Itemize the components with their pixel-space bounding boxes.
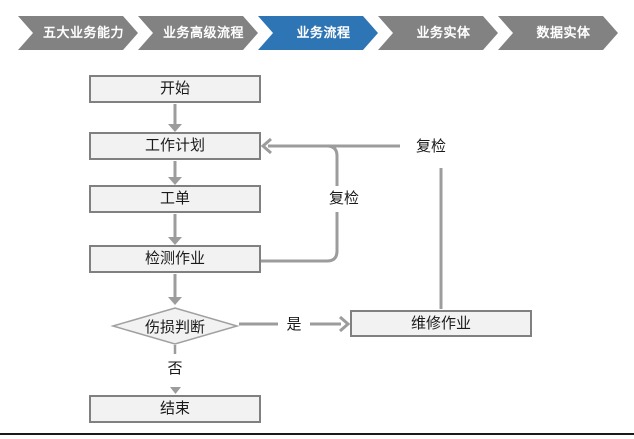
arrowhead-plan [168, 124, 182, 132]
arrowhead-inspect [168, 237, 182, 245]
arrowhead-into-plan [260, 137, 272, 155]
flow-node-plan: 工作计划 [89, 132, 261, 160]
edge-label-recheck-from-repair: 复检 [408, 136, 454, 158]
decision-diamond-shape [110, 307, 240, 345]
flow-node-end: 结束 [89, 395, 261, 423]
chevron-step-high-level-process[interactable]: 业务高级流程 [138, 16, 258, 50]
flow-node-start: 开始 [89, 75, 261, 103]
edge-inspect-recheck-loop [260, 144, 339, 263]
chevron-step-data-entity[interactable]: 数据实体 [498, 16, 618, 50]
arrowhead-order [168, 177, 182, 185]
edge-label-yes: 是 [278, 313, 310, 337]
flow-node-inspect: 检测作业 [89, 245, 261, 273]
arrowhead-end [170, 387, 181, 394]
chevron-step-business-entity[interactable]: 业务实体 [378, 16, 498, 50]
arrowhead-decision [168, 297, 182, 305]
arrowhead-into-repair [339, 315, 351, 333]
flow-node-order: 工单 [89, 185, 261, 213]
chevron-step-five-capabilities[interactable]: 五大业务能力 [18, 16, 138, 50]
bottom-divider-line [0, 433, 634, 435]
flow-node-repair: 维修作业 [350, 310, 532, 337]
edge-label-no: 否 [159, 354, 191, 386]
edge-label-recheck-loop: 复检 [322, 186, 366, 212]
chevron-step-business-process-active[interactable]: 业务流程 [258, 16, 378, 50]
flow-node-decision-label: 伤损判断 [144, 319, 205, 336]
